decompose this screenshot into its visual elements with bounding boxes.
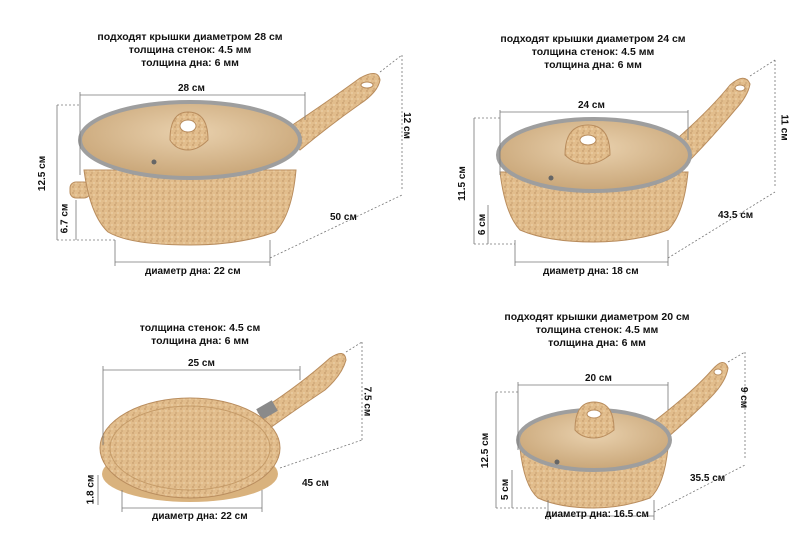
pancake-pan-specs: толщина стенок: 4.5 см толщина дна: 6 мм — [100, 322, 300, 348]
lid-fit-text: подходят крышки диаметром 28 см — [97, 31, 283, 43]
height-total-label: 12.5 см — [37, 155, 49, 192]
bottom-diameter-label: диаметр дна: 22 см — [152, 511, 248, 522]
wall-thickness-text: толщина стенок: 4.5 мм — [128, 44, 252, 56]
wall-height-label: 1.8 см — [85, 474, 97, 505]
lid-fit-text: подходят крышки диаметром 24 см — [500, 33, 686, 45]
pan-20-specs: подходят крышки диаметром 20 см толщина … — [497, 311, 697, 350]
bottom-diameter-label: диаметр дна: 18 см — [543, 266, 639, 277]
wall-height-label: 6.7 см — [59, 203, 71, 234]
length-label: 45 см — [302, 478, 329, 489]
wall-thickness-text: толщина стенок: 4.5 мм — [531, 46, 655, 58]
diameter-label: 25 см — [188, 358, 215, 369]
height-total-label: 11.5 см — [456, 166, 468, 201]
bottom-thickness-text: толщина дна: 6 мм — [141, 57, 239, 69]
length-label: 50 см — [330, 212, 357, 223]
bottom-diameter-label: диаметр дна: 22 см — [145, 266, 241, 277]
bottom-diameter-label: диаметр дна: 16.5 см — [545, 509, 649, 520]
wall-thickness-text: толщина стенок: 4.5 мм — [535, 324, 659, 336]
height-right-label: 7.5 см — [361, 386, 373, 417]
pan-28-specs: подходят крышки диаметром 28 см толщина … — [90, 31, 290, 70]
bottom-thickness-text: толщина дна: 6 мм — [548, 337, 646, 349]
diameter-label: 20 см — [585, 373, 612, 384]
height-total-label: 12.5 см — [480, 432, 492, 469]
diameter-label: 24 см — [578, 100, 605, 111]
height-right-label: 11 см — [778, 114, 790, 141]
height-right-label: 12 см — [400, 112, 412, 139]
length-label: 43.5 см — [718, 210, 754, 221]
length-label: 35.5 см — [690, 473, 726, 484]
diameter-label: 28 см — [178, 83, 205, 94]
pan-24-specs: подходят крышки диаметром 24 см толщина … — [493, 33, 693, 72]
wall-height-label: 5 см — [500, 478, 512, 501]
pan-20-illustration — [516, 362, 729, 509]
height-right-label: 9 см — [738, 386, 750, 409]
dimension-lines — [56, 54, 776, 520]
pan-24-illustration — [496, 77, 751, 243]
lid-fit-text: подходят крышки диаметром 20 см — [504, 311, 690, 323]
wall-height-label: 6 см — [477, 213, 489, 236]
wall-thickness-text: толщина стенок: 4.5 см — [139, 322, 261, 334]
bottom-thickness-text: толщина дна: 6 мм — [151, 335, 249, 347]
bottom-thickness-text: толщина дна: 6 мм — [544, 59, 642, 71]
pancake-pan-illustration — [99, 353, 347, 502]
